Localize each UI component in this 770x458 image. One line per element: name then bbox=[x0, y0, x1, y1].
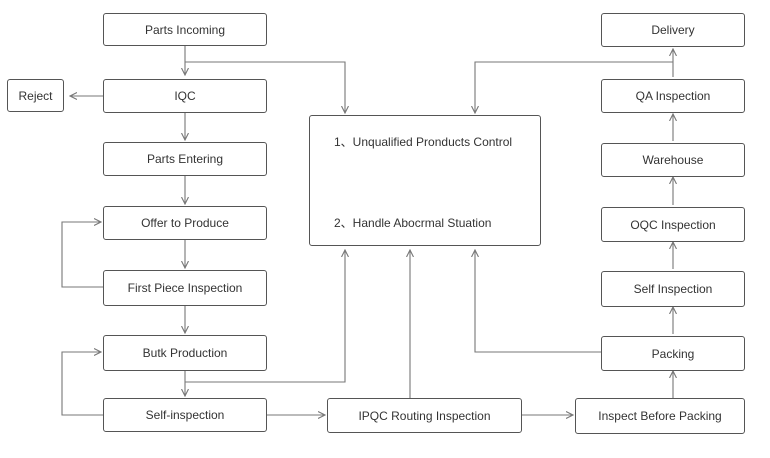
step-offer-to-produce: Offer to Produce bbox=[103, 206, 267, 240]
step-label: Reject bbox=[18, 88, 53, 103]
step-label: Offer to Produce bbox=[141, 216, 229, 230]
step-iqc: IQC bbox=[103, 79, 267, 113]
step-packing: Packing bbox=[601, 336, 745, 371]
step-label: Warehouse bbox=[642, 153, 704, 167]
step-butk-production: Butk Production bbox=[103, 335, 267, 371]
step-label: QA Inspection bbox=[635, 89, 711, 103]
loop-self-inspection-to-butk bbox=[61, 352, 103, 416]
step-qa-inspection: QA Inspection bbox=[601, 79, 745, 113]
step-label: OQC Inspection bbox=[630, 217, 716, 232]
loop-first-piece-to-offer bbox=[61, 222, 103, 288]
step-label: IQC bbox=[174, 89, 196, 103]
control-item-1: 1、Unqualified Pronducts Control bbox=[334, 135, 513, 149]
step-label: Inspect Before Packing bbox=[598, 409, 722, 423]
step-delivery: Delivery bbox=[601, 13, 745, 47]
arrow-delivery-side-to-center bbox=[475, 61, 673, 113]
step-label: Self-inspection bbox=[145, 408, 225, 422]
step-warehouse: Warehouse bbox=[601, 143, 745, 177]
step-first-piece-inspection: First Piece Inspection bbox=[103, 270, 267, 306]
step-parts-entering: Parts Entering bbox=[103, 142, 267, 176]
step-oqc-inspection: OQC Inspection bbox=[601, 207, 745, 242]
arrow-butk-to-center bbox=[185, 250, 345, 383]
step-parts-incoming: Parts Incoming bbox=[103, 13, 267, 46]
step-label: Parts Entering bbox=[146, 152, 224, 166]
arrow-packing-to-center bbox=[475, 250, 601, 353]
step-self-inspection-left: Self-inspection bbox=[103, 398, 267, 432]
step-label: First Piece Inspection bbox=[127, 281, 243, 295]
arrow-incoming-to-center bbox=[185, 61, 345, 113]
step-label: Butk Production bbox=[142, 346, 228, 360]
control-item-2: 2、Handle Abocrmal Stuation bbox=[334, 216, 492, 230]
step-label: Parts Incoming bbox=[144, 22, 226, 37]
step-label: Self Inspection bbox=[633, 282, 713, 296]
step-ipqc-routing-inspection: IPQC Routing Inspection bbox=[327, 398, 522, 433]
control-center-box: 1、Unqualified Pronducts Control 2、Handle… bbox=[309, 115, 541, 246]
step-reject: Reject bbox=[7, 79, 64, 112]
step-inspect-before-packing: Inspect Before Packing bbox=[575, 398, 745, 434]
step-label: IPQC Routing Inspection bbox=[358, 408, 491, 423]
step-label: Delivery bbox=[651, 23, 695, 37]
step-label: Packing bbox=[651, 346, 695, 361]
step-self-inspection-right: Self Inspection bbox=[601, 271, 745, 307]
